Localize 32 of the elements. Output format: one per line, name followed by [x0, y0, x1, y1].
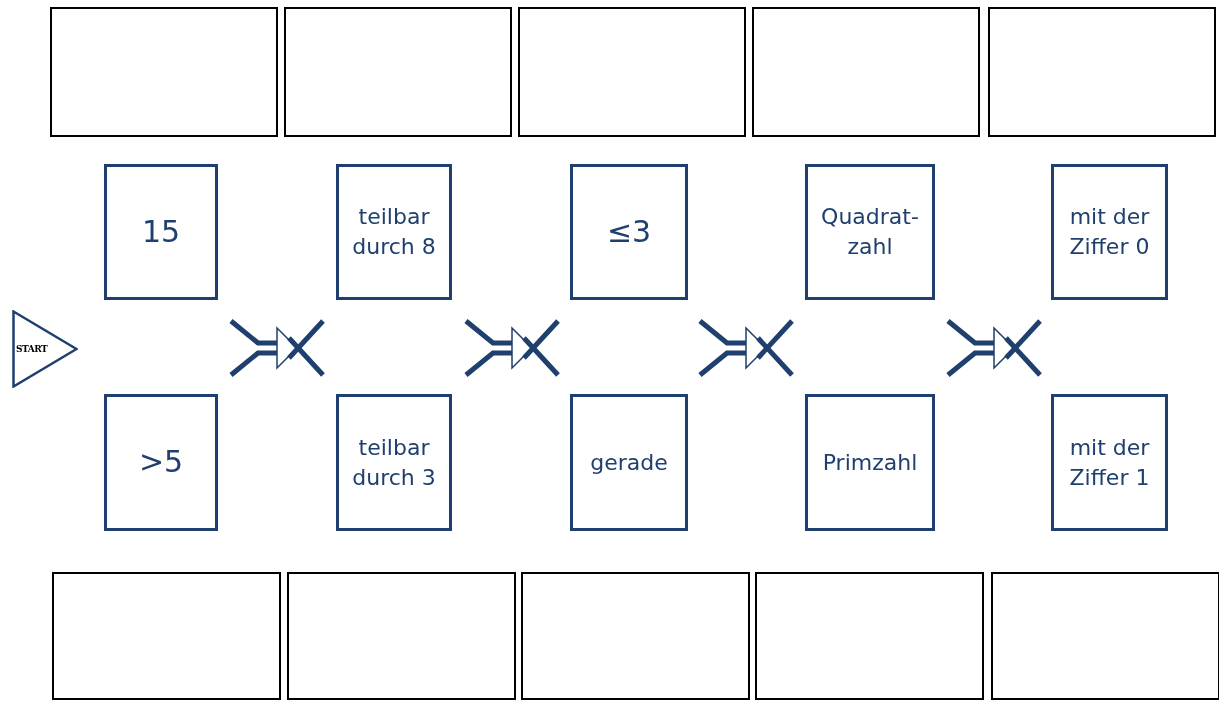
blank-card: [518, 7, 746, 137]
blank-card: [52, 572, 281, 700]
term-card: [570, 164, 688, 300]
term-card: [336, 394, 452, 531]
card-text: mit der Ziffer 0: [1068, 203, 1151, 261]
blank-card: [50, 7, 278, 137]
term-card: [104, 164, 218, 300]
card-text: ≤3: [605, 212, 653, 251]
card-text: teilbar durch 8: [351, 203, 437, 261]
blank-card: [755, 572, 984, 700]
term-card: [805, 394, 935, 531]
card-text: Quadrat-zahl: [820, 203, 920, 261]
term-card: [1051, 394, 1168, 531]
term-card: [805, 164, 935, 300]
term-card: [104, 394, 218, 531]
card-text: >5: [137, 443, 185, 482]
card-text: 15: [140, 212, 182, 251]
blank-card: [521, 572, 750, 700]
start-triangle: [12, 310, 78, 388]
blank-card: [752, 7, 980, 137]
blank-card: [284, 7, 512, 137]
term-card: [1051, 164, 1168, 300]
blank-card: [988, 7, 1216, 137]
card-text: teilbar durch 3: [351, 433, 437, 492]
card-text: gerade: [589, 448, 669, 477]
term-card: [336, 164, 452, 300]
term-card: [570, 394, 688, 531]
card-text: Primzahl: [821, 448, 919, 477]
card-text: mit der Ziffer 1: [1068, 433, 1151, 492]
blank-card: [287, 572, 516, 700]
start-label: START: [16, 342, 48, 356]
blank-card: [991, 572, 1219, 700]
